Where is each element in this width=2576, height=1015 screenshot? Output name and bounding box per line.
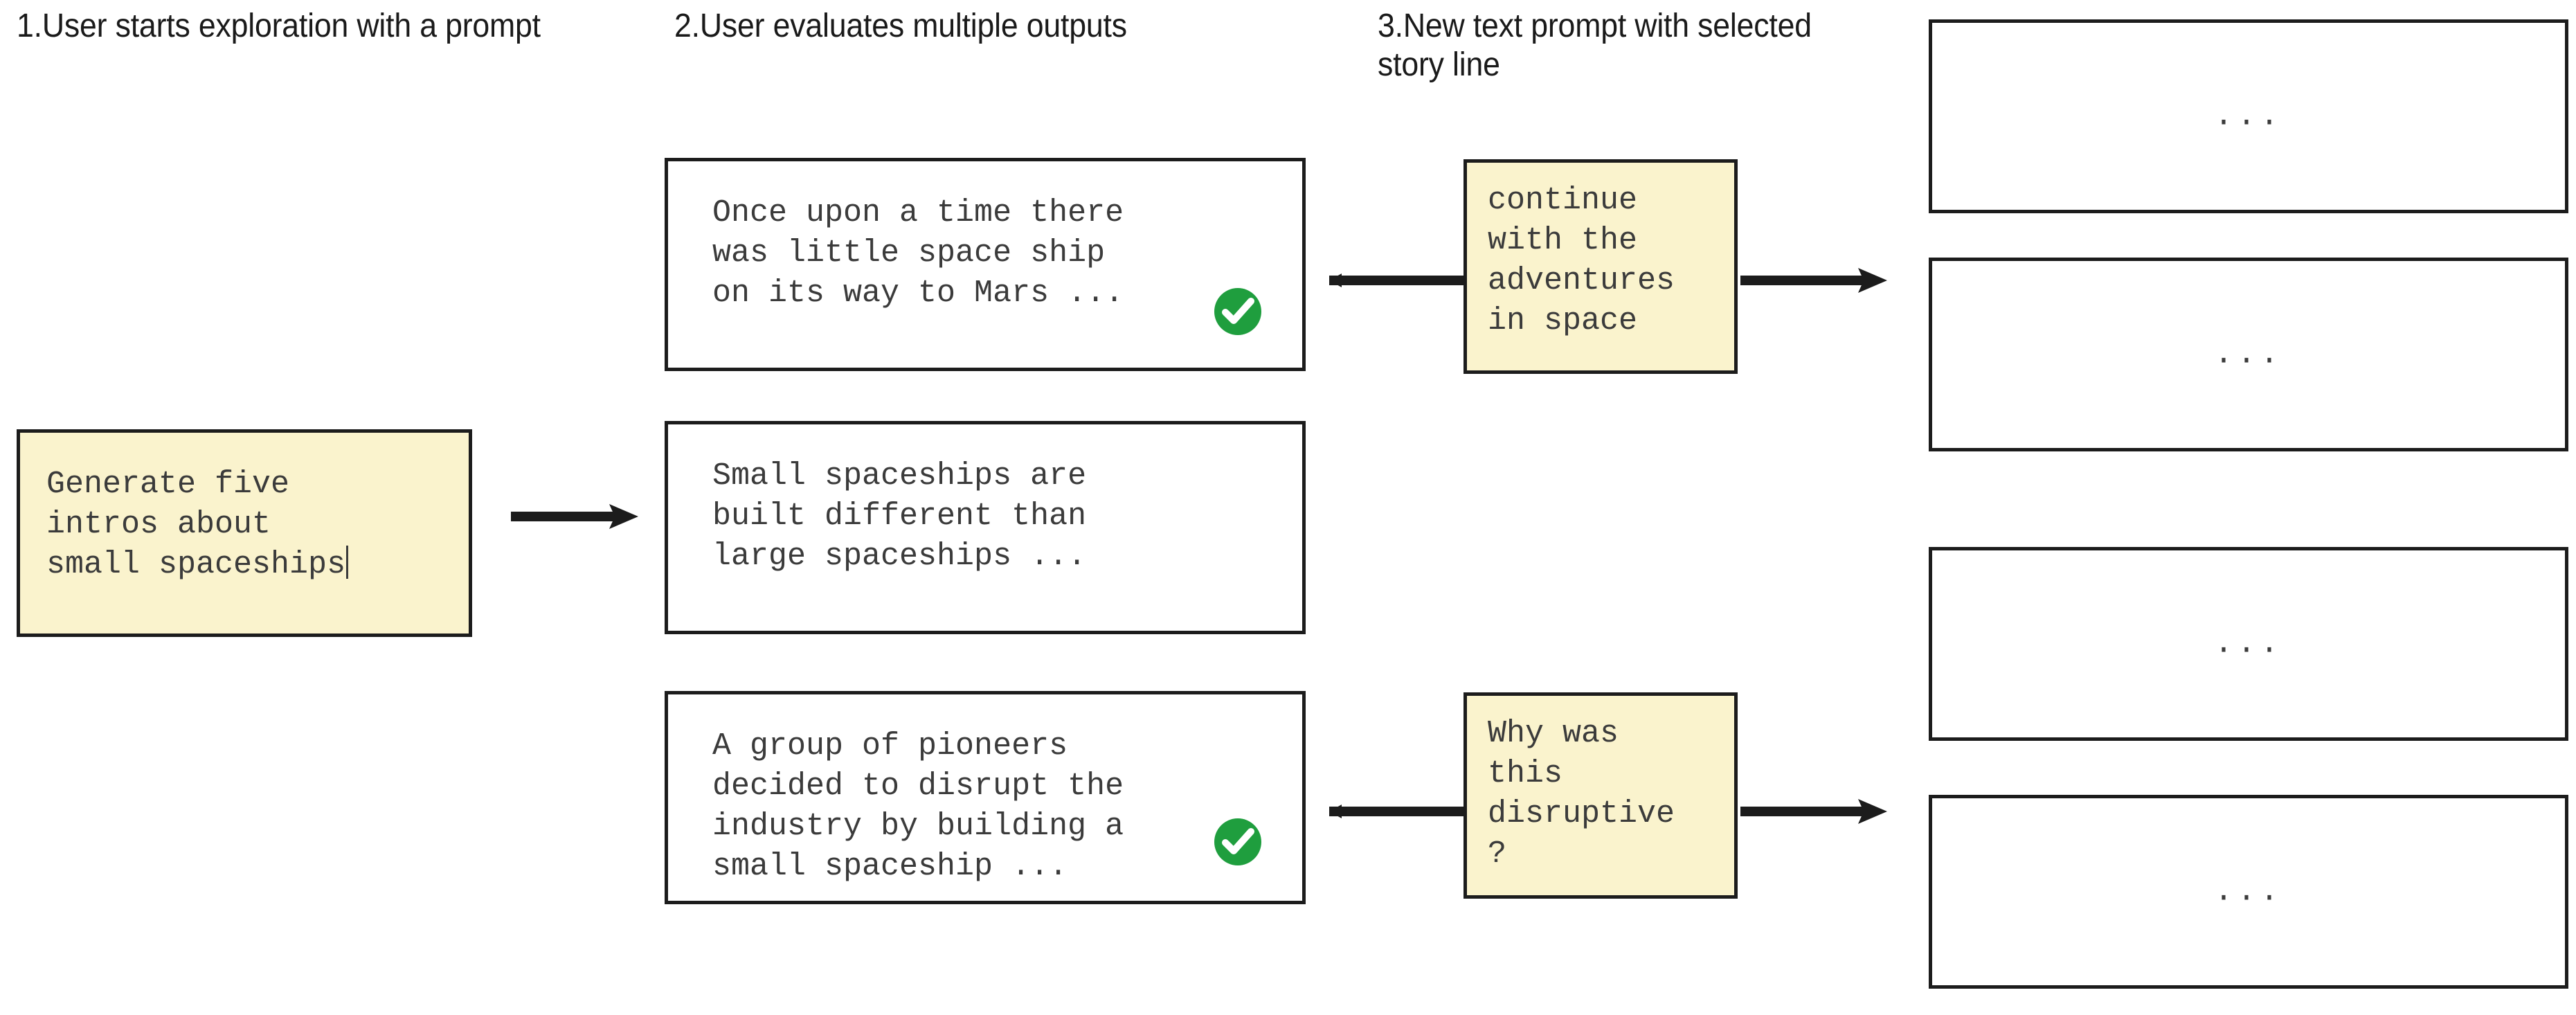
output-text-3: A group of pioneers decided to disrupt t… bbox=[712, 728, 1124, 884]
text-caret bbox=[346, 546, 349, 579]
arrow-prompt-to-outputs bbox=[511, 503, 638, 530]
output-text-1: Once upon a time there was little space … bbox=[712, 195, 1124, 311]
user-prompt-value: Generate five intros about small spacesh… bbox=[46, 467, 346, 582]
user-prompt-box[interactable]: Generate five intros about small spacesh… bbox=[17, 429, 472, 637]
new-prompt-box-2[interactable]: Why was this disruptive ? bbox=[1463, 692, 1738, 899]
result-box-2[interactable]: ... bbox=[1929, 258, 2568, 451]
new-prompt-box-1[interactable]: continue with the adventures in space bbox=[1463, 159, 1738, 374]
result-box-3[interactable]: ... bbox=[1929, 547, 2568, 741]
result-ellipsis-1: ... bbox=[2214, 98, 2283, 134]
result-box-4[interactable]: ... bbox=[1929, 795, 2568, 989]
user-prompt-text: Generate five intros about small spacesh… bbox=[46, 465, 349, 585]
check-circle-icon[interactable] bbox=[1213, 817, 1263, 867]
output-box-3[interactable]: A group of pioneers decided to disrupt t… bbox=[665, 691, 1306, 904]
step-3-heading: 3.New text prompt with selected story li… bbox=[1378, 8, 1812, 83]
arrow-output1-to-newprompt1 bbox=[1329, 267, 1468, 294]
arrow-newprompt2-to-results bbox=[1740, 798, 1887, 825]
check-circle-icon[interactable] bbox=[1213, 287, 1263, 336]
output-box-2[interactable]: Small spaceships are built different tha… bbox=[665, 421, 1306, 634]
result-box-1[interactable]: ... bbox=[1929, 19, 2568, 213]
result-ellipsis-4: ... bbox=[2214, 874, 2283, 910]
output-box-1[interactable]: Once upon a time there was little space … bbox=[665, 158, 1306, 371]
result-ellipsis-3: ... bbox=[2214, 626, 2283, 662]
new-prompt-text-1: continue with the adventures in space bbox=[1488, 183, 1675, 339]
arrow-output3-to-newprompt2 bbox=[1329, 798, 1468, 825]
step-1-heading: 1.User starts exploration with a prompt bbox=[17, 8, 541, 44]
arrow-newprompt1-to-results bbox=[1740, 267, 1887, 294]
output-text-2: Small spaceships are built different tha… bbox=[712, 458, 1087, 574]
new-prompt-text-2: Why was this disruptive ? bbox=[1488, 716, 1675, 872]
result-ellipsis-2: ... bbox=[2214, 336, 2283, 372]
step-2-heading: 2.User evaluates multiple outputs bbox=[674, 8, 1127, 44]
